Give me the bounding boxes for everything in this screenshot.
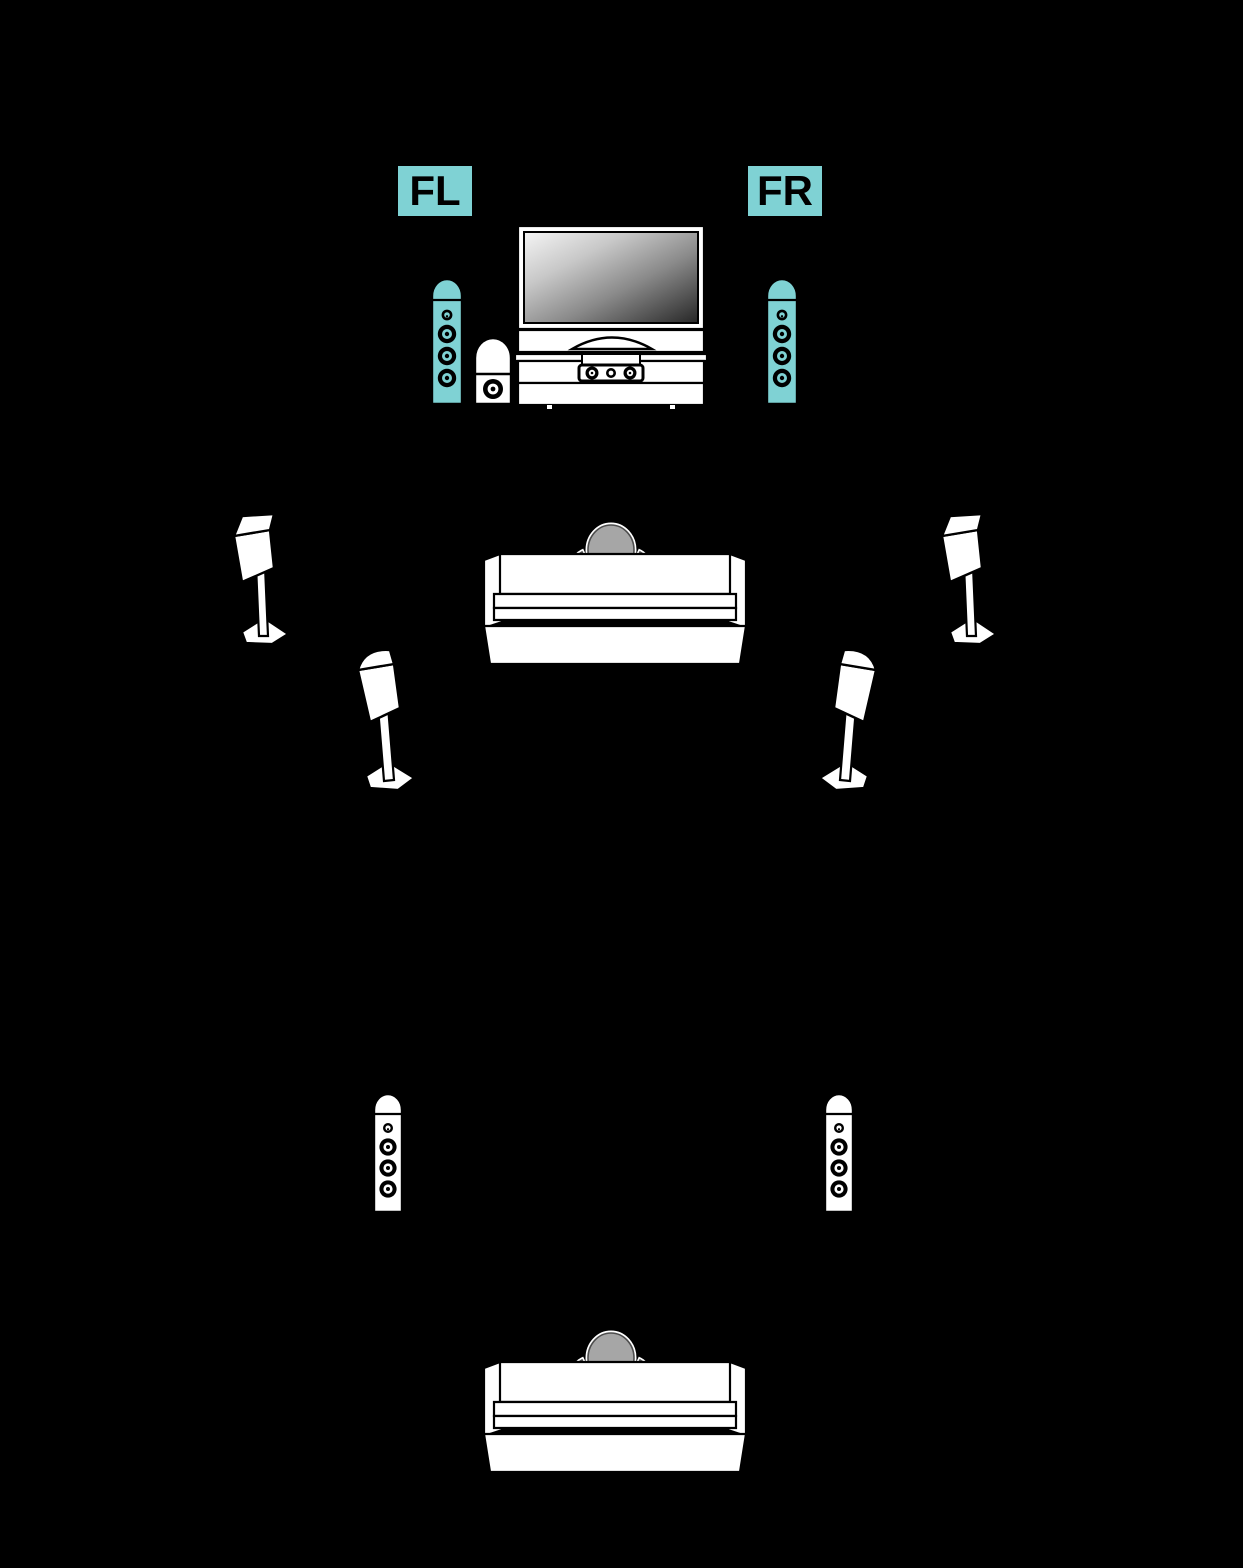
channel-label-fl: FL bbox=[398, 166, 472, 216]
center-speaker-icon bbox=[577, 353, 645, 383]
sofa-rear-with-listener bbox=[482, 1330, 748, 1474]
channel-label-fr-text: FR bbox=[757, 167, 813, 214]
speaker-front-left-tower bbox=[430, 277, 464, 406]
speaker-front-right-tower bbox=[765, 277, 799, 406]
speaker-rear-left-tower bbox=[372, 1092, 404, 1214]
speaker-rear-right-tower bbox=[823, 1092, 855, 1214]
channel-label-fl-text: FL bbox=[409, 167, 461, 214]
speaker-subwoofer bbox=[473, 336, 513, 406]
speaker-surround-left-front bbox=[232, 512, 291, 646]
sofa-front-with-listener bbox=[482, 522, 748, 666]
speaker-surround-left-rear bbox=[356, 648, 416, 792]
television bbox=[513, 224, 709, 409]
speaker-surround-right-rear bbox=[818, 648, 878, 792]
channel-label-fr: FR bbox=[748, 166, 822, 216]
speaker-surround-right-front bbox=[940, 512, 999, 646]
